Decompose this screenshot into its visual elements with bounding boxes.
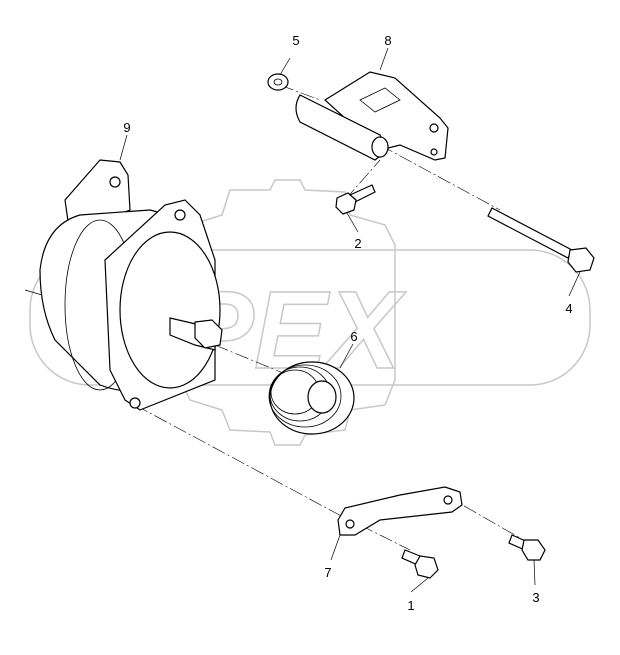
alternator-part-9[interactable] (24, 159, 223, 411)
callout-2: 2 (354, 236, 361, 251)
axis-line (134, 404, 346, 519)
axis-line (359, 524, 411, 551)
callout-6: 6 (350, 329, 357, 344)
axis-line (379, 144, 501, 211)
bracket-part-8[interactable] (295, 71, 449, 161)
axis-line (344, 159, 381, 201)
pulley-part-6[interactable] (268, 361, 355, 435)
callout-5: 5 (292, 33, 299, 48)
axis-line (279, 84, 321, 101)
bushing-part-5[interactable] (267, 73, 289, 91)
callout-1: 1 (407, 598, 414, 613)
callout-8: 8 (384, 33, 391, 48)
callout-7: 7 (324, 565, 331, 580)
bolt-part-2[interactable] (335, 184, 376, 215)
callout-9: 9 (123, 120, 130, 135)
bolt-part-3[interactable] (508, 534, 546, 561)
callout-4: 4 (565, 301, 572, 316)
strap-part-7[interactable] (337, 486, 463, 536)
bolt-part-4[interactable] (487, 207, 595, 273)
callout-3: 3 (532, 590, 539, 605)
bolt-part-1[interactable] (401, 549, 439, 579)
leader-lines (119, 47, 581, 593)
axis-line (444, 494, 521, 539)
